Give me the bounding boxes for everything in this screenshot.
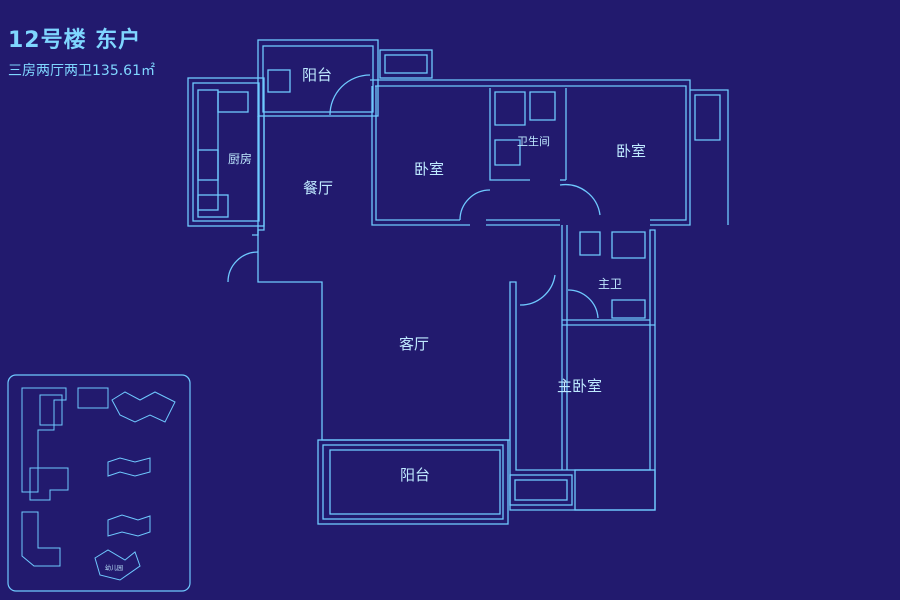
site-building-b bbox=[39, 394, 63, 426]
room-label-bathroom: 卫生间 bbox=[517, 134, 550, 148]
building-title: 12号楼 东户 bbox=[8, 28, 142, 53]
site-map-inset: 幼儿园 bbox=[7, 374, 191, 592]
room-label-bedroom-west: 卧室 bbox=[414, 160, 444, 178]
site-kindergarten-building bbox=[94, 549, 141, 581]
site-building-g bbox=[21, 511, 61, 567]
room-label-living: 客厅 bbox=[399, 335, 429, 353]
main-outer-walls bbox=[252, 79, 729, 511]
door-swings bbox=[227, 183, 601, 319]
room-label-balcony-north: 阳台 bbox=[302, 66, 332, 84]
site-building-c bbox=[77, 387, 109, 409]
room-label-kitchen: 厨房 bbox=[228, 151, 252, 166]
unit-type-subtitle: 三房两厅两卫135.61㎡ bbox=[8, 63, 155, 79]
room-label-bedroom-east: 卧室 bbox=[616, 142, 646, 160]
site-building-d bbox=[111, 391, 176, 423]
site-building-h bbox=[107, 514, 151, 537]
room-label-master-bath: 主卫 bbox=[598, 277, 622, 291]
north-balcony-walls bbox=[257, 39, 433, 117]
kitchen-walls bbox=[187, 77, 265, 227]
site-label-kindergarten: 幼儿园 bbox=[105, 564, 123, 572]
site-building-f bbox=[107, 457, 151, 477]
room-label-master-bedroom: 主卧室 bbox=[557, 377, 602, 395]
room-label-dining: 餐厅 bbox=[303, 179, 333, 197]
room-label-balcony-south: 阳台 bbox=[400, 466, 430, 484]
south-balcony-walls bbox=[317, 439, 656, 525]
site-building-a bbox=[21, 387, 67, 493]
site-building-e bbox=[29, 467, 69, 501]
